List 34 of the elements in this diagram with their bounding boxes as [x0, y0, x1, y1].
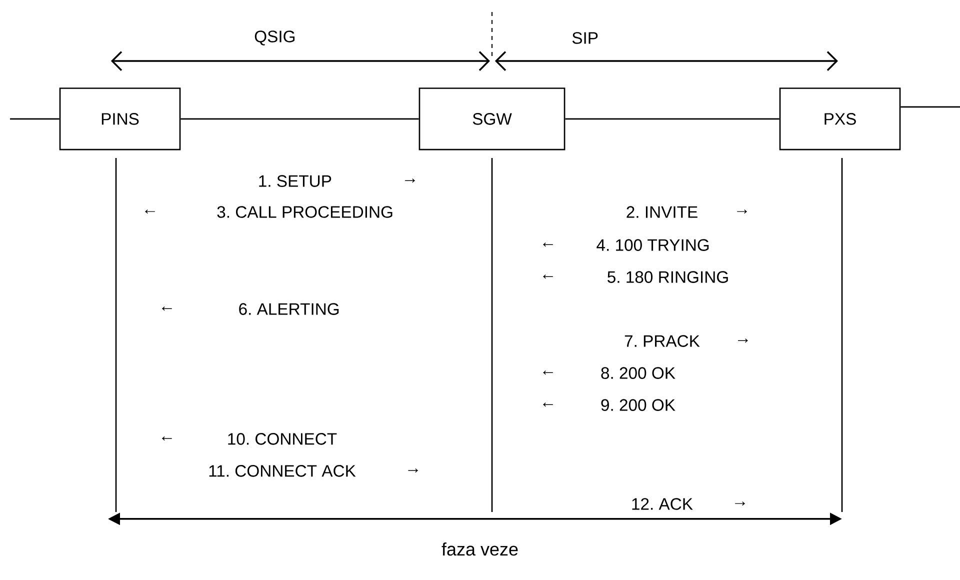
entity-box: SGW [418, 88, 566, 150]
direction-arrow: → [408, 468, 418, 472]
direction-arrow: → [735, 502, 745, 506]
message-label: 8. 200 OK [601, 367, 676, 379]
direction-arrow: ← [543, 402, 553, 407]
direction-arrow: ← [543, 274, 553, 279]
message-label: 6. ALERTING [239, 303, 339, 315]
message-label: 2. INVITE [626, 206, 698, 218]
message-label: 5. 180 RINGING [608, 271, 728, 283]
connector-line [565, 118, 780, 120]
protocol-label: QSIG [254, 30, 295, 46]
message-label: 1. SETUP [259, 175, 332, 187]
message-label: 12. ACK [632, 498, 693, 510]
entity-box: PXS [779, 88, 901, 150]
direction-arrow: ← [543, 370, 553, 375]
connector-line [10, 118, 60, 120]
message-label: 7. PRACK [624, 335, 700, 347]
entity-box: PINS [59, 88, 181, 150]
direction-arrow: → [738, 338, 748, 343]
message-label: 4. 100 TRYING [596, 239, 709, 251]
direction-arrow: ← [162, 306, 172, 311]
direction-arrow: ← [543, 242, 553, 247]
message-label: 3. CALL PROCEEDING [217, 206, 392, 218]
message-label: 10. CONNECT [228, 433, 337, 445]
protocol-label: SIP [572, 32, 598, 44]
connector-line [180, 118, 419, 120]
direction-arrow: ← [162, 436, 172, 440]
direction-arrow: → [405, 178, 415, 183]
message-label: 11. CONNECT ACK [209, 465, 356, 477]
direction-arrow: → [737, 210, 747, 214]
message-label: 9. 200 OK [601, 399, 676, 411]
phase-label: faza veze [442, 542, 518, 556]
direction-arrow: ← [145, 210, 155, 214]
connector-line [900, 106, 960, 108]
